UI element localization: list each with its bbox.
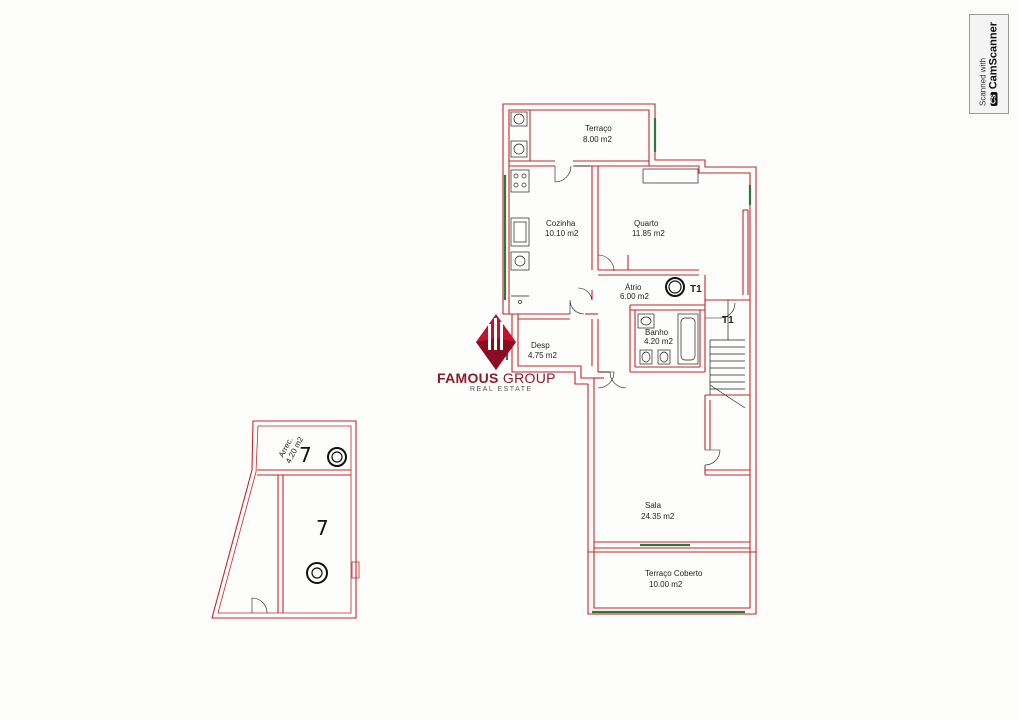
label-atrio: Átrio [625,283,642,292]
area-quarto: 11.85 m2 [632,229,665,238]
label-quarto: Quarto [634,219,659,228]
area-terraco: 8.00 m2 [583,135,612,144]
logo-wordmark: FAMOUS GROUP [437,370,557,386]
label-terraco: Terraço [585,124,612,133]
area-atrio: 6.00 m2 [620,292,649,301]
room-labels: Terraço 8.00 m2 Cozinha 10.10 m2 Quarto … [277,124,703,589]
marker-seven-b: 7 [316,516,329,540]
stamp-scanned-with: Scanned with [978,57,988,106]
doors [554,165,736,466]
stairs [709,300,746,409]
logo-subtitle: REAL ESTATE [470,386,533,393]
area-sala: 24.35 m2 [641,512,675,521]
logo-word-group: GROUP [502,370,556,386]
stamp-brand-name: CamScanner [987,22,1000,90]
marker-t1-b: T1 [722,315,734,326]
fixtures [510,111,699,365]
handwritten-markers: T1 T1 7 7 [299,277,734,584]
label-desp: Desp [531,341,550,350]
famous-group-logo-icon [476,314,516,370]
stamp-brand: CS CamScanner [988,22,1000,106]
area-terraco-coberto: 10.00 m2 [649,580,683,589]
logo-word-famous: FAMOUS [437,370,499,386]
area-desp: 4.75 m2 [528,351,557,360]
label-sala: Sala [645,501,662,510]
marker-t1-a: T1 [690,284,702,295]
storage-walls [211,420,360,619]
apartment-walls [502,103,757,615]
area-banho: 4.20 m2 [644,337,673,346]
camscanner-stamp: Scanned with CS CamScanner [969,14,1009,114]
marker-seven-a: 7 [299,443,312,467]
label-cozinha: Cozinha [546,219,576,228]
label-banho: Banho [645,328,669,337]
label-terraco-coberto: Terraço Coberto [645,569,703,578]
windows [503,118,752,614]
area-cozinha: 10.10 m2 [545,229,579,238]
camscanner-icon: CS [990,92,998,106]
